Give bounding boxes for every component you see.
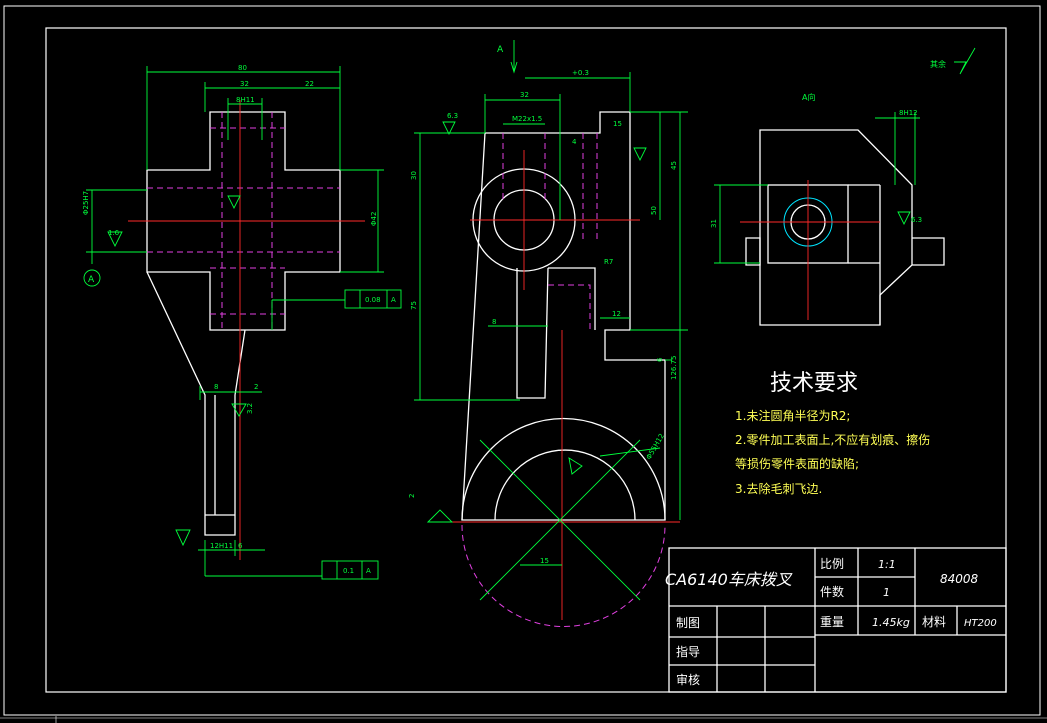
view-arrow-label: A	[497, 45, 504, 55]
dim-2: 2	[254, 383, 258, 391]
dim-31: 31	[710, 219, 718, 228]
dim-4: 4	[572, 138, 577, 146]
dim-30: 30	[410, 171, 418, 180]
material-value: HT200	[964, 618, 997, 629]
quantity-value: 1	[883, 586, 890, 599]
view-a	[714, 47, 976, 326]
quantity-label: 件数	[820, 584, 844, 599]
dim-126: 126.75	[670, 356, 678, 381]
other-surfaces-label: 其余	[930, 59, 946, 69]
dim-6b: 6	[656, 357, 664, 362]
roughness-63: 6.3	[447, 112, 458, 120]
datum-a-label: A	[88, 275, 95, 285]
dim-2b: 2	[408, 494, 416, 498]
side-view	[83, 66, 402, 580]
tech-req-item-1: 1.未注圆角半径为R2;	[735, 408, 850, 423]
material-label: 材料	[922, 615, 946, 629]
dim-45: 45	[670, 161, 678, 170]
roughness-32: 3.2	[246, 403, 254, 414]
tech-req-item-3: 等损伤零件表面的缺陷;	[735, 456, 859, 471]
tech-req-item-2: 2.零件加工表面上,不应有划痕、擦伤	[735, 432, 930, 447]
dim-80: 80	[238, 64, 247, 72]
dim-8h11: 8H11	[236, 96, 255, 104]
dim-phi55: Φ55H12	[645, 432, 666, 461]
dim-m22: M22x1.5	[512, 115, 542, 123]
gtol-value-2: 0.1	[343, 567, 354, 575]
dim-50: 50	[650, 206, 658, 215]
gtol-datum-2: A	[366, 567, 371, 575]
view-a-title: A向	[802, 92, 815, 102]
part-name: CA6140车床拨叉	[665, 570, 793, 589]
dim-phi25: Φ25H7	[82, 191, 90, 215]
drawing-number: 84008	[940, 572, 979, 586]
outer-border	[3, 5, 1041, 716]
dim-003: +0.3	[572, 69, 589, 77]
gtol-datum-1: A	[391, 296, 396, 304]
gtol-value-1: 0.08	[365, 296, 381, 304]
dim-15: 15	[613, 120, 622, 128]
dim-phi42: Φ42	[370, 212, 378, 226]
checked-by-label: 审核	[676, 672, 700, 687]
scale-value: 1:1	[878, 558, 896, 571]
roughness-16: 1.6	[108, 229, 120, 237]
dim-8h12: 8H12	[899, 109, 918, 117]
dim-r7: R7	[604, 258, 613, 266]
dim-32a: 32	[240, 80, 249, 88]
guided-by-label: 指导	[676, 644, 700, 659]
dim-12h: 12H11	[210, 542, 233, 550]
weight-label: 重量	[820, 615, 844, 629]
dim-8: 8	[214, 383, 218, 391]
dim-22: 22	[305, 80, 314, 88]
dim-15b: 15	[540, 557, 549, 565]
tech-req-title: 技术要求	[770, 371, 858, 396]
roughness-63b: 6.3	[911, 216, 922, 224]
drawn-by-label: 制图	[676, 616, 700, 630]
dim-6: 6	[238, 542, 243, 550]
dim-75: 75	[410, 301, 418, 310]
front-view	[414, 40, 688, 627]
inner-border	[45, 27, 1007, 693]
dim-32b: 32	[520, 91, 529, 99]
dim-12b: 12	[612, 310, 621, 318]
weight-value: 1.45kg	[872, 616, 910, 629]
tech-req-item-4: 3.去除毛刺飞边.	[735, 481, 822, 496]
dim-8b: 8	[492, 318, 496, 326]
title-block	[668, 547, 1007, 693]
scale-label: 比例	[820, 557, 844, 571]
